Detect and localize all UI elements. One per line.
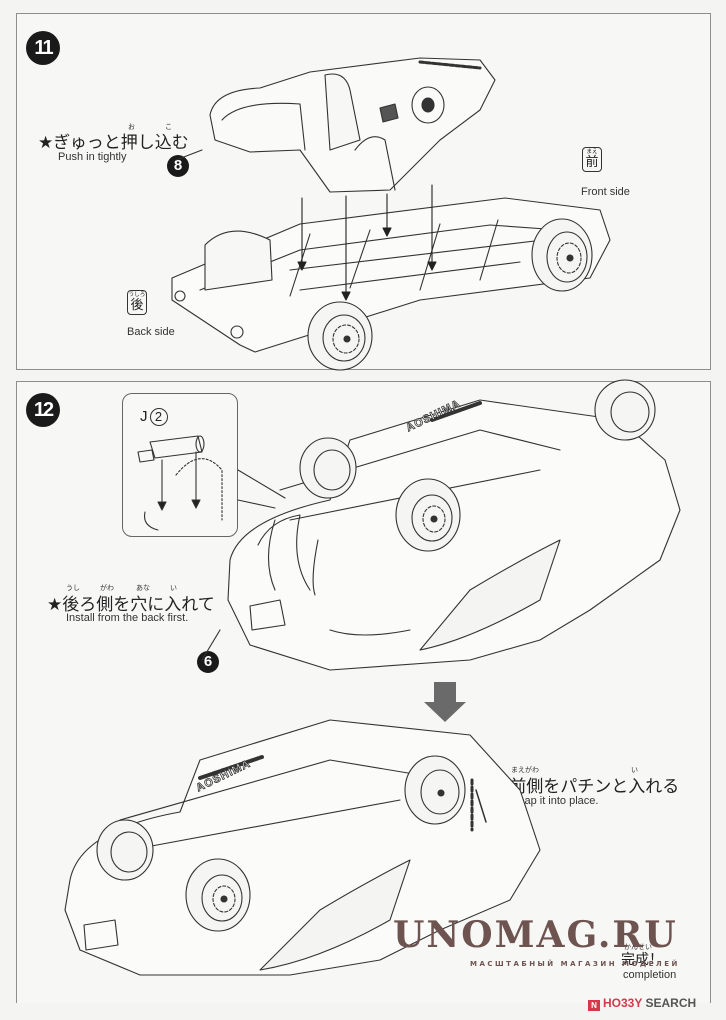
ruby: い — [631, 766, 638, 774]
part-circle-number: 2 — [149, 408, 168, 426]
wheel-rear-step11 — [307, 301, 373, 371]
chassis-drawing-step11 — [171, 197, 611, 353]
wheel-step12-top-2 — [395, 478, 461, 552]
hobby-search-logo-icon: N — [588, 1000, 600, 1011]
interior-tub-step11 — [175, 57, 496, 193]
ruby: かんせい — [624, 943, 652, 951]
wheel-step12-bottom-1 — [96, 819, 154, 881]
ruby: うし — [66, 584, 80, 592]
step-number-11: 11 — [26, 31, 60, 65]
front-side-label: Front side — [581, 186, 630, 198]
ruby: お — [128, 123, 135, 131]
wheel-step12-top-1 — [299, 437, 357, 499]
instruction-jp-install-back: ★後ろ側を穴に入れて — [47, 595, 215, 615]
ruby: い — [170, 584, 177, 592]
watermark-title: UNOMAG.RU — [393, 914, 678, 956]
detail-callout-box — [122, 393, 238, 537]
front-side-marker: まえ 前 — [582, 147, 602, 172]
front-kanji: 前 — [585, 155, 599, 170]
instruction-jp-snap: ★前側をパチンと入れる — [494, 777, 680, 797]
detail-pin-drawing — [137, 435, 286, 531]
completion-jp: 完成！ — [621, 952, 663, 968]
back-kanji: 後 — [130, 298, 144, 313]
wheel-step12-bottom-3 — [404, 755, 466, 825]
wheel-front-step11 — [531, 218, 593, 292]
ruby: がわ — [100, 584, 114, 592]
part-letter: J — [140, 408, 148, 425]
ruby: あな — [136, 584, 150, 592]
instruction-en-snap: Snap it into place. — [511, 795, 599, 807]
part-number-8: 8 — [167, 155, 189, 177]
badge-part1: HO33Y — [603, 996, 643, 1010]
completion-en: completion — [623, 969, 677, 981]
badge-part2: SEARCH — [645, 996, 697, 1010]
seat-belt-wire — [268, 519, 319, 596]
wheel-step12-bottom-2 — [185, 858, 251, 932]
watermark-subtitle: МАСШТАБНЫЙ МАГАЗИН МОДЕЛЕЙ — [470, 960, 680, 968]
instruction-en-install-back: Install from the back first. — [66, 612, 189, 624]
back-side-label: Back side — [127, 326, 175, 338]
part-number-6: 6 — [197, 651, 219, 673]
ruby: まえがわ — [511, 766, 539, 774]
ruby: うしろ — [128, 292, 146, 298]
instruction-jp-push-in: ★ぎゅっと押し込む — [38, 133, 189, 153]
insert-arrows-step11 — [297, 184, 437, 301]
back-side-marker: うしろ 後 — [127, 290, 147, 315]
wheel-step12-top-3 — [594, 379, 656, 441]
ruby: まえ — [586, 149, 598, 155]
ruby: こ — [165, 123, 172, 131]
instruction-en-push-in: Push in tightly — [58, 151, 127, 163]
step-number-12: 12 — [26, 393, 60, 427]
down-arrow-icon — [424, 682, 466, 722]
